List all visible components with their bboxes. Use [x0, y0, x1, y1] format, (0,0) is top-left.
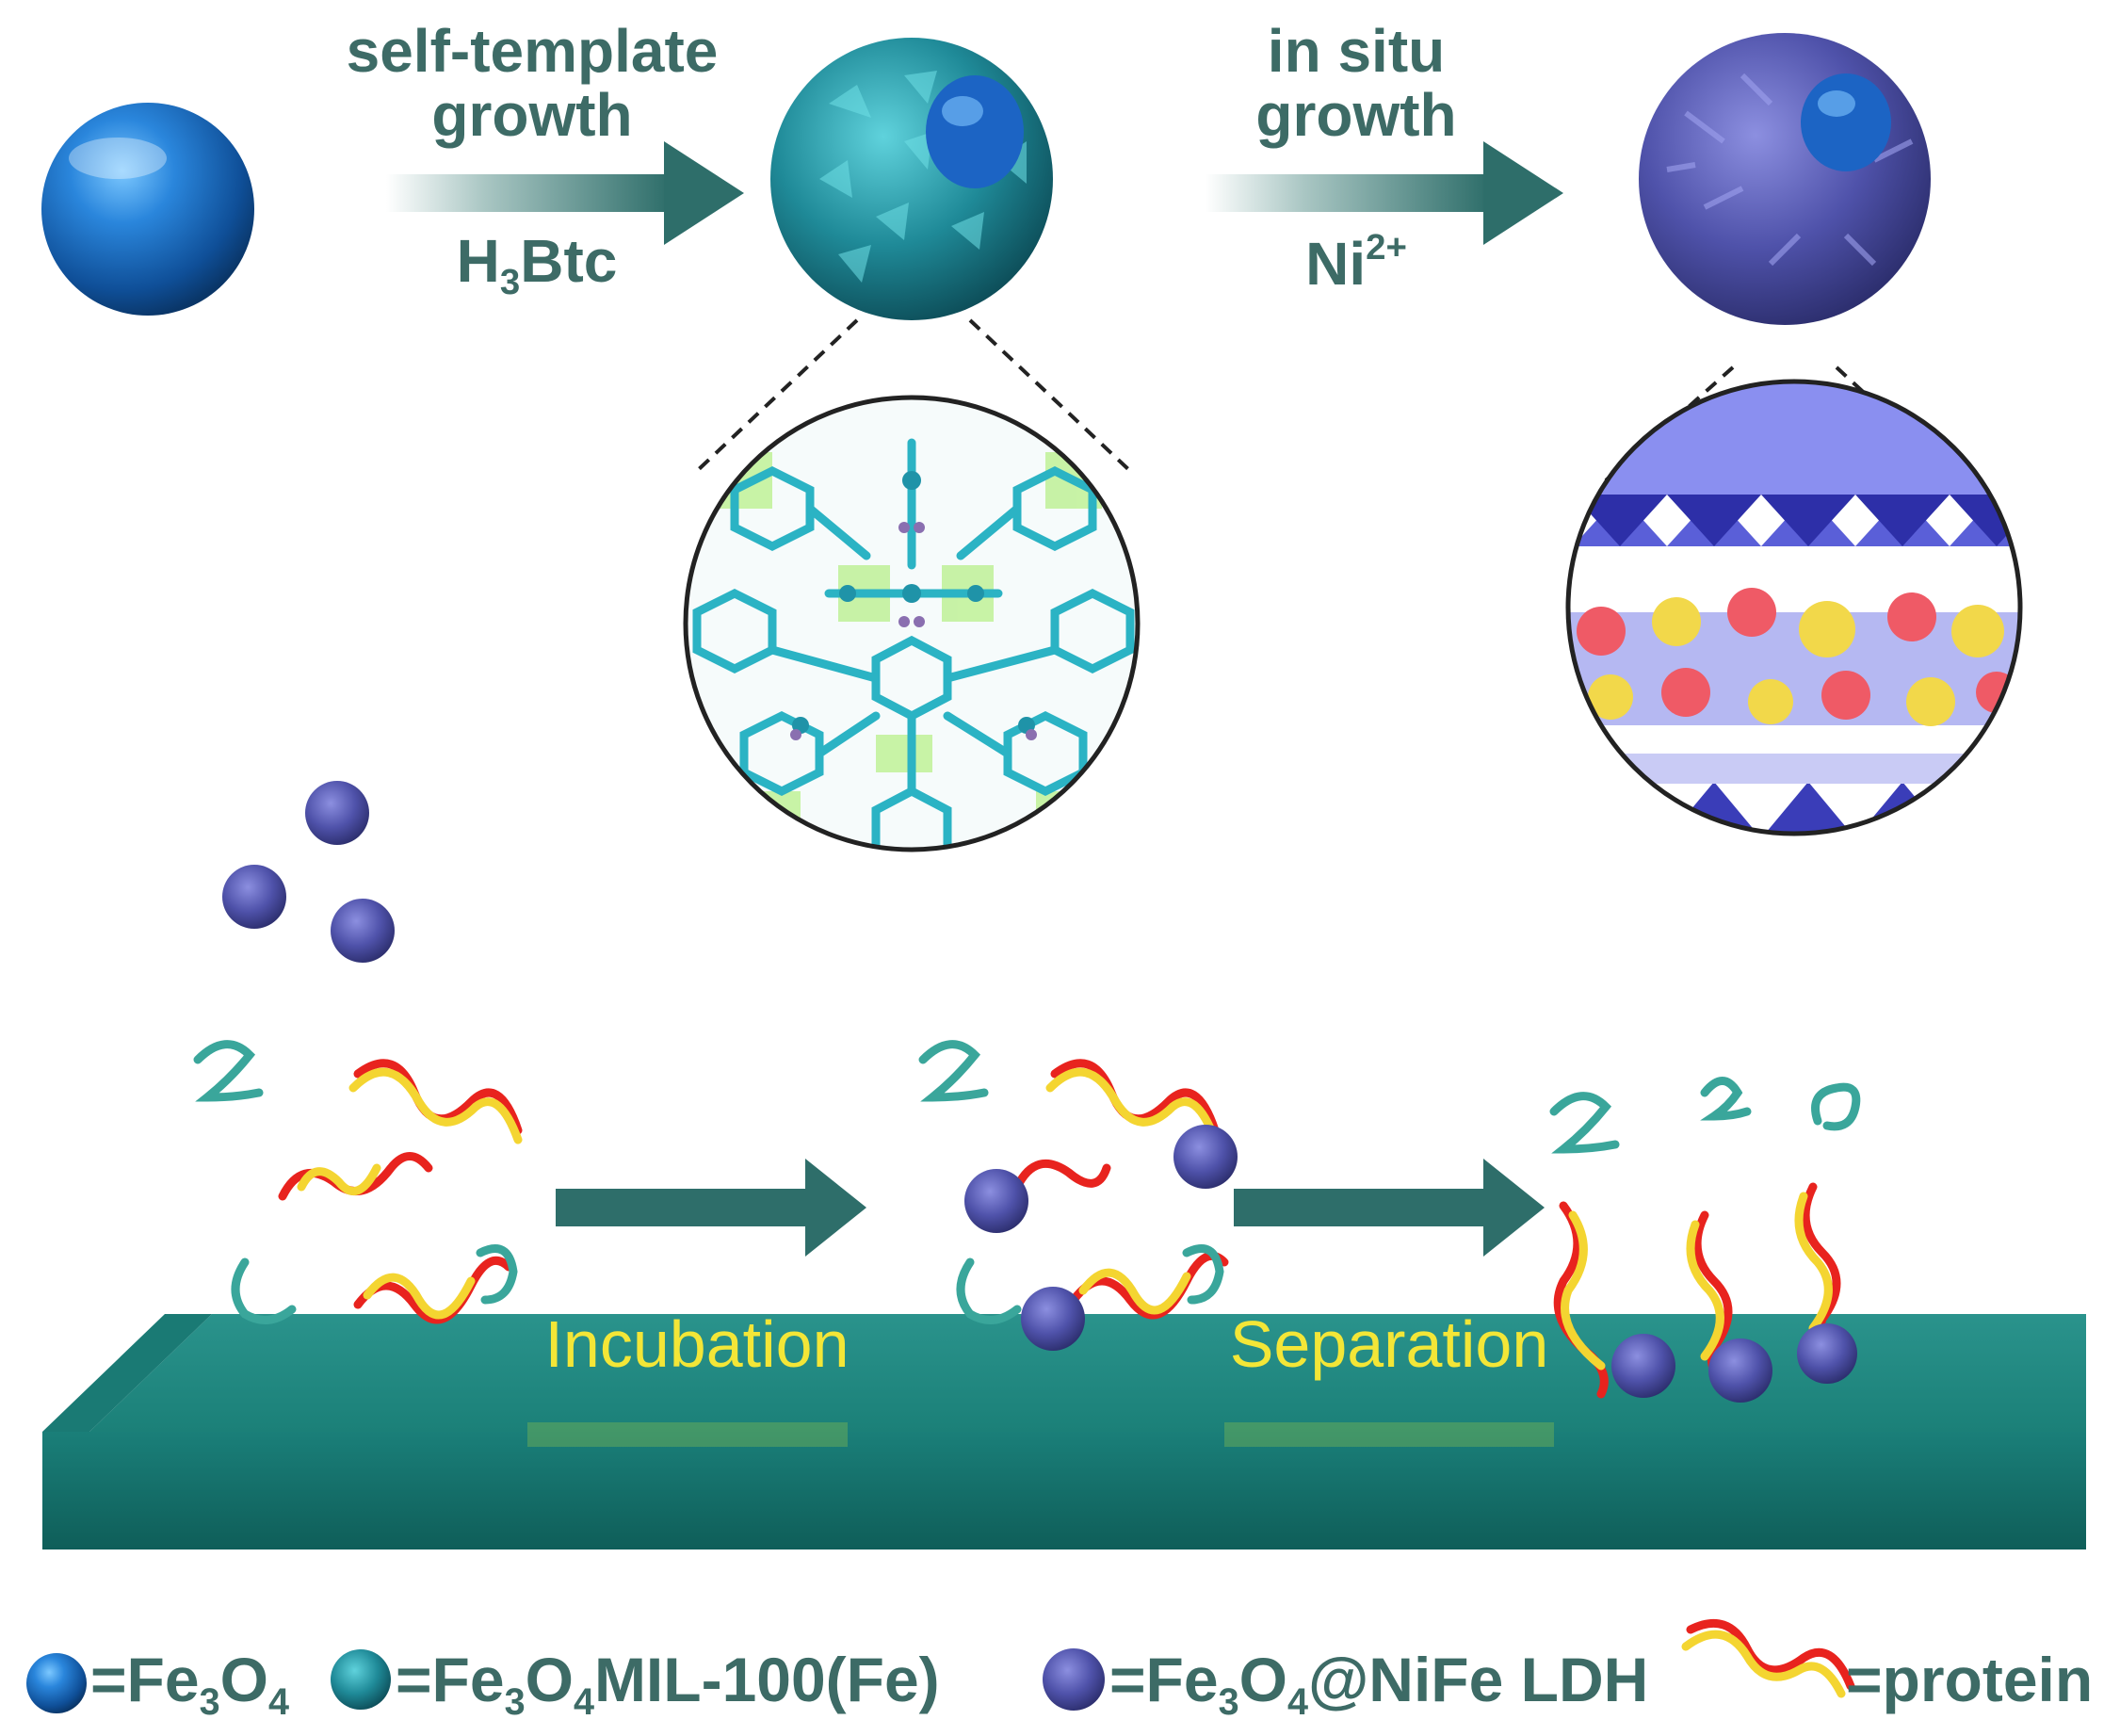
ldh-particles-free — [222, 781, 395, 963]
arrow-self-template — [386, 141, 744, 245]
arrow-separation — [1234, 1159, 1545, 1257]
legend-protein-text: =protein — [1846, 1645, 2094, 1714]
step2-reagent: Ni2+ — [1305, 227, 1407, 298]
ldh-structure-inset — [1565, 379, 2023, 836]
incubation-label: Incubation — [544, 1307, 850, 1381]
ldh-sphere — [1639, 33, 1931, 325]
proteins-stage1 — [193, 1040, 523, 1324]
step1-label-line1: self-template — [346, 17, 719, 85]
legend-icons — [26, 1618, 1855, 1713]
mof-structure-inset — [683, 395, 1141, 852]
legend-ldh-text: =Fe3O4@NiFe LDH — [1109, 1645, 1649, 1723]
proteins-stage2 — [918, 1040, 1229, 1324]
legend-mil-text: =Fe3O4MIL-100(Fe) — [396, 1645, 940, 1723]
separation-label: Separation — [1229, 1307, 1549, 1381]
step2-label-line1: in situ — [1267, 17, 1446, 85]
arrow-incubation — [556, 1159, 866, 1257]
ldh-particles-stage2 — [964, 1125, 1238, 1351]
legend-fe3o4-icon — [26, 1653, 87, 1713]
fe3o4-sphere — [41, 103, 254, 316]
step1-label-line2: growth — [431, 81, 633, 149]
legend-ldh-icon — [1043, 1648, 1105, 1711]
substrate-slab — [42, 1314, 2086, 1549]
mof-sphere — [770, 38, 1053, 320]
step1-reagent: H3Btc — [456, 227, 618, 303]
step2-label-line2: growth — [1255, 81, 1457, 149]
legend-protein-icon — [1681, 1618, 1855, 1698]
legend-mil-icon — [331, 1649, 391, 1710]
legend-fe3o4-text: =Fe3O4 — [90, 1645, 289, 1723]
ldh-particles-stage3 — [1611, 1323, 1857, 1403]
arrow-in-situ — [1206, 141, 1563, 245]
